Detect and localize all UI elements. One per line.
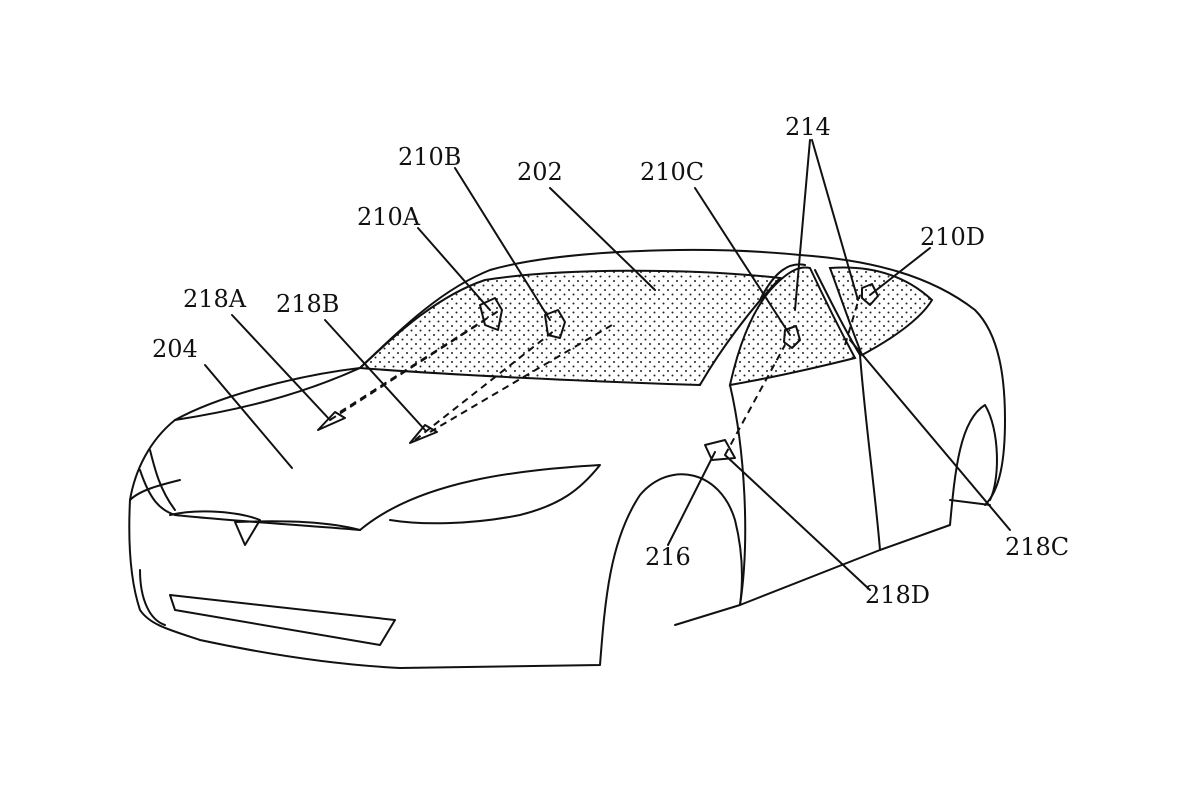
car-outline xyxy=(128,249,1006,669)
label-204: 204 xyxy=(152,335,198,363)
label-218B: 218B xyxy=(276,290,339,318)
windshield-202 xyxy=(357,269,783,387)
sensors xyxy=(479,283,879,349)
label-210B: 210B xyxy=(398,143,461,171)
leader-lines xyxy=(204,139,1011,591)
label-218C: 218C xyxy=(1005,533,1069,561)
projection-beams xyxy=(317,294,861,456)
label-202: 202 xyxy=(517,158,563,186)
label-218A: 218A xyxy=(183,285,247,313)
label-210A: 210A xyxy=(357,203,421,231)
label-210C: 210C xyxy=(640,158,704,186)
label-216: 216 xyxy=(645,543,691,571)
label-210D: 210D xyxy=(920,223,985,251)
label-214: 214 xyxy=(785,113,831,141)
label-218D: 218D xyxy=(865,581,930,609)
